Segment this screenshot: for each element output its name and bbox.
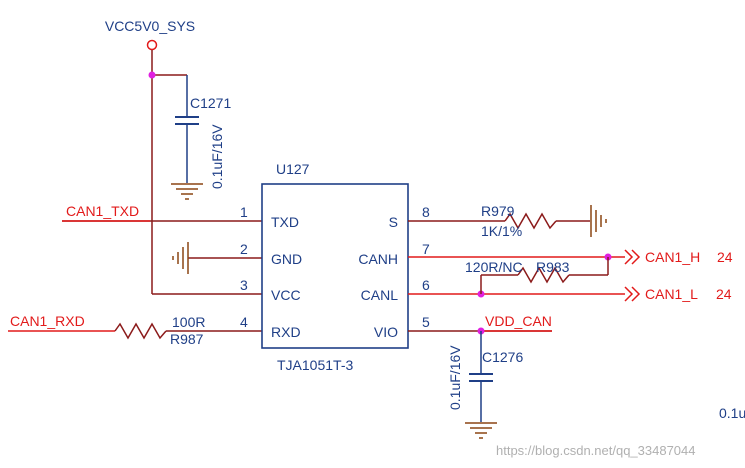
offpage-arrow-icon xyxy=(624,286,634,302)
r983-ref-label: R983 xyxy=(536,259,570,275)
resistor-zigzag xyxy=(114,322,167,340)
chip-body xyxy=(261,183,409,349)
pin-name-vcc: VCC xyxy=(271,287,301,303)
can1-txd-net: CAN1_TXD xyxy=(62,203,262,222)
resistor-r983: 120R/NC R983 xyxy=(465,257,609,294)
pin-number: 5 xyxy=(422,314,430,330)
cut-off-label: 0.1u xyxy=(719,405,745,421)
r983-value-label: 120R/NC xyxy=(465,259,523,275)
can1-l-label: CAN1_L xyxy=(645,286,698,302)
can1-l-ref-label: 24 xyxy=(716,286,732,302)
pin-name-txd: TXD xyxy=(271,214,299,230)
c1271-value-label: 0.1uF/16V xyxy=(209,124,225,189)
r979-ref-label: R979 xyxy=(481,203,515,219)
pin-name-rxd: RXD xyxy=(271,324,301,340)
ground-symbol-c1276 xyxy=(465,422,497,439)
capacitor-c1276: C1276 0.1uF/16V xyxy=(447,331,523,422)
can1-rxd-label: CAN1_RXD xyxy=(10,313,85,329)
ground-symbol-r979 xyxy=(590,205,607,237)
canh-net: CAN1_H 24 xyxy=(408,249,733,265)
r987-value-label: 100R xyxy=(172,314,205,330)
offpage-arrow-icon xyxy=(631,249,641,265)
pin-name-canh: CANH xyxy=(358,251,398,267)
capacitor-c1271: C1271 0.1uF/16V xyxy=(175,75,231,189)
c1271-ref-label: C1271 xyxy=(190,95,231,111)
pin-number: 2 xyxy=(240,241,248,257)
chip-ref-label: U127 xyxy=(276,161,310,177)
pin-number: 3 xyxy=(240,277,248,293)
canl-net: CAN1_L 24 xyxy=(408,286,732,302)
pin-number: 7 xyxy=(422,241,430,257)
pin-number: 6 xyxy=(422,277,430,293)
c1276-value-label: 0.1uF/16V xyxy=(447,345,463,410)
pin-name-gnd: GND xyxy=(271,251,302,267)
junction-dot xyxy=(148,71,156,79)
offpage-arrow-icon xyxy=(631,286,641,302)
pin-name-vio: VIO xyxy=(374,324,398,340)
resistor-r979: R979 1K/1% xyxy=(408,203,590,239)
pin-name-canl: CANL xyxy=(361,287,399,303)
pin-number: 1 xyxy=(240,204,248,220)
resistor-zigzag xyxy=(517,266,570,284)
ground-symbol-c1271 xyxy=(171,183,203,200)
can1-h-ref-label: 24 xyxy=(717,249,733,265)
watermark-text: https://blog.csdn.net/qq_33487044 xyxy=(496,443,696,458)
power-port-circle xyxy=(146,39,158,51)
pin-number: 4 xyxy=(240,314,248,330)
c1276-ref-label: C1276 xyxy=(482,349,523,365)
can1-rxd-net: CAN1_RXD xyxy=(8,313,115,332)
chip-u127: U127 TJA1051T-3 1 2 3 4 TXD GND VCC RXD … xyxy=(240,161,430,373)
pin-number: 8 xyxy=(422,204,430,220)
can1-txd-label: CAN1_TXD xyxy=(66,203,139,219)
can1-h-label: CAN1_H xyxy=(645,249,700,265)
resistor-r987: 100R R987 xyxy=(114,314,262,347)
resistor-zigzag xyxy=(504,212,557,230)
r987-ref-label: R987 xyxy=(170,331,204,347)
ground-symbol-pin2 xyxy=(172,242,262,274)
vcc5v0-sys-symbol: VCC5V0_SYS xyxy=(105,18,262,295)
chip-part-label: TJA1051T-3 xyxy=(277,357,353,373)
pin-name-s: S xyxy=(389,214,398,230)
offpage-arrow-icon xyxy=(624,249,634,265)
r979-value-label: 1K/1% xyxy=(481,223,522,239)
vdd-can-net: VDD_CAN xyxy=(408,313,552,335)
vcc5v0-sys-label: VCC5V0_SYS xyxy=(105,18,195,34)
vdd-can-label: VDD_CAN xyxy=(485,313,552,329)
